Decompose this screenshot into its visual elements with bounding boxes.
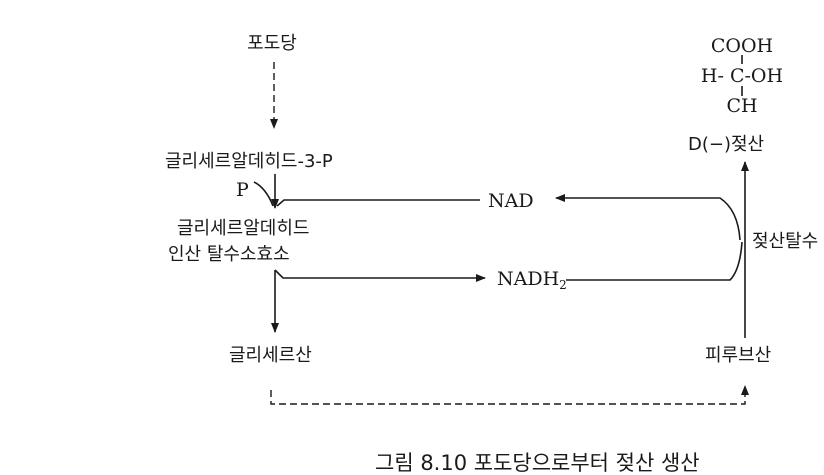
ldh-enzyme-label: 젖산탈수 bbox=[752, 231, 818, 252]
nad-line bbox=[276, 199, 480, 207]
lactate-label: D(−)젖산 bbox=[688, 134, 764, 155]
g3p-label: 글리세르알데히드-3-P bbox=[165, 151, 333, 172]
nadh2-label: NADH2 bbox=[497, 268, 567, 292]
glucose-label: 포도당 bbox=[247, 33, 297, 54]
structure-line2: H- C-OH bbox=[701, 65, 783, 87]
pyruvate-label: 피루브산 bbox=[705, 345, 771, 366]
glycerate-to-pyruvate-dashed-arrow bbox=[270, 385, 749, 405]
nadh2-to-ldh-line bbox=[566, 241, 743, 281]
nadh2-arrow bbox=[274, 269, 486, 282]
glycerate-label: 글리세르산 bbox=[229, 345, 312, 366]
nad-label: NAD bbox=[488, 190, 534, 212]
enzyme-label-line1: 글리세르알데히드 bbox=[177, 218, 309, 239]
nad-regeneration-arrow bbox=[555, 194, 741, 241]
figure-caption: 그림 8.10 포도당으로부터 젖산 생산 bbox=[375, 451, 700, 475]
structure-line1: COOH bbox=[711, 35, 773, 57]
phosphate-input-curve bbox=[253, 181, 274, 207]
structure-line3: CH bbox=[726, 95, 757, 117]
phosphate-label: P bbox=[236, 179, 249, 201]
enzyme-label-line2: 인산 탈수소효소 bbox=[168, 244, 290, 265]
